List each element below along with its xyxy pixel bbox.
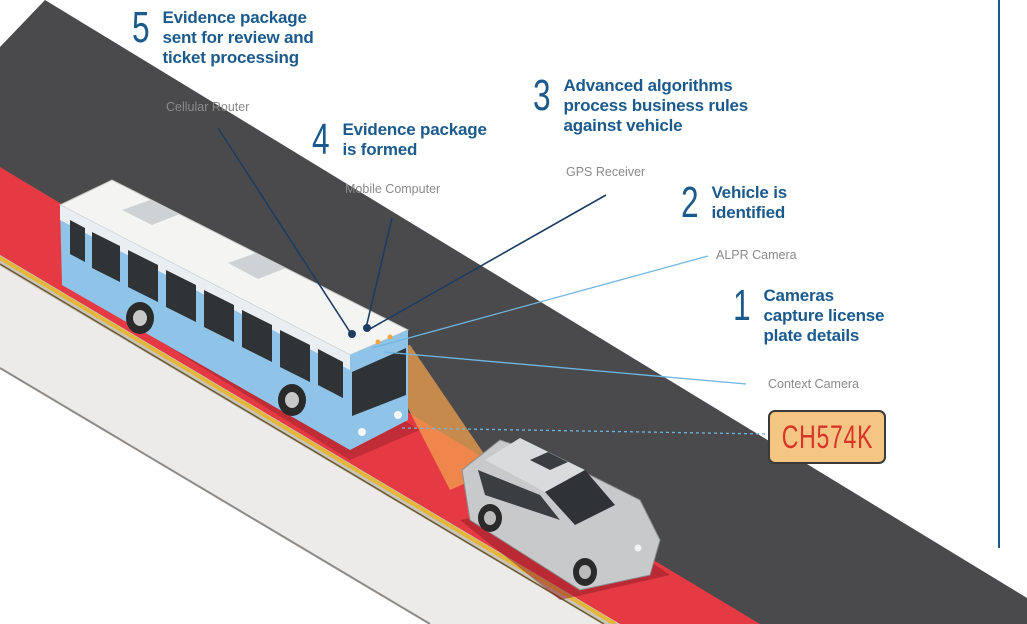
- sidewalk-edge: [0, 367, 431, 624]
- step-4-number: 4: [312, 115, 330, 164]
- step-5-number: 5: [132, 3, 150, 52]
- bus-windshield: [352, 348, 406, 416]
- step-5-title: Evidence package sent for review and tic…: [162, 8, 314, 67]
- leader-step-4: [365, 217, 393, 329]
- step-2-number: 2: [681, 178, 699, 227]
- step-4-title: Evidence package is formed: [342, 120, 487, 159]
- car-side-window: [478, 470, 560, 520]
- leader-step-2: [371, 255, 709, 349]
- license-plate-text: CH574K: [781, 418, 873, 455]
- device-label-context-camera: Context Camera: [768, 377, 860, 391]
- curb: [0, 255, 620, 624]
- leader-step-5: [217, 127, 351, 333]
- bus-side-white-band: [60, 205, 350, 370]
- car-windshield: [545, 470, 615, 525]
- step-2: 2 Vehicle is identified: [681, 178, 787, 227]
- step-1-title: Cameras capture license plate details: [763, 286, 885, 345]
- bus-roof-vent: [228, 253, 286, 279]
- step-3-number: 3: [533, 71, 551, 120]
- car-roof: [485, 438, 585, 492]
- step-4: 4 Evidence package is formed: [312, 115, 487, 164]
- step-3: 3 Advanced algorithms process business r…: [533, 71, 749, 136]
- bus-roof-vent: [122, 200, 180, 225]
- step-1: 1 Cameras capture license plate details: [733, 281, 885, 346]
- device-label-mobile-computer: Mobile Computer: [345, 182, 441, 196]
- callout-lines-dark: [217, 127, 607, 333]
- license-plate: CH574K: [768, 410, 886, 464]
- curb-yellow-line: [0, 256, 617, 624]
- step-1-number: 1: [733, 281, 751, 330]
- step-2-title: Vehicle is identified: [711, 183, 787, 222]
- bus-illustration: [58, 179, 420, 460]
- device-label-cellular-router: Cellular Router: [166, 100, 250, 114]
- leader-step-3: [367, 194, 607, 331]
- callout-lines-light: [371, 255, 767, 435]
- step-3-title: Advanced algorithms process business rul…: [563, 76, 749, 135]
- car-sunroof: [530, 452, 568, 470]
- device-label-gps-receiver: GPS Receiver: [566, 165, 646, 179]
- step-5: 5 Evidence package sent for review and t…: [132, 3, 314, 68]
- car-illustration: [460, 438, 670, 600]
- bus-windows: [70, 220, 343, 398]
- leader-step-1: [383, 351, 747, 385]
- leader-plate: [401, 427, 767, 435]
- curb-dark-line: [0, 263, 605, 624]
- vertical-rule: [998, 0, 1000, 548]
- device-label-alpr-camera: ALPR Camera: [716, 248, 797, 262]
